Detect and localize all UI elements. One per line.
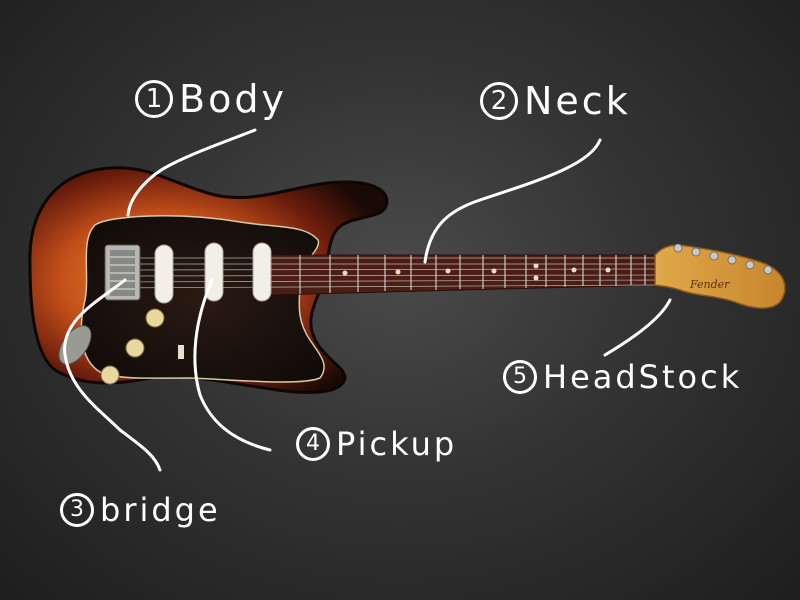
pickups [154,242,272,304]
pointer-headstock [603,298,672,357]
volume-knob [145,308,165,328]
callout-pickup: 4 Pickup [296,427,457,461]
pointer-bridge [63,278,162,472]
pointer-lines [63,128,672,472]
callout-bridge: 3 bridge [60,493,221,527]
callout-number: 1 [135,80,173,118]
tone-knob-1 [125,338,145,358]
fret-markers [342,263,611,281]
pointer-body [126,128,257,217]
callout-label: Neck [524,79,631,123]
pickup-neck [252,242,272,302]
headstock-logo: Fender [689,278,730,291]
pickup-bridge [154,244,174,304]
headstock [654,244,786,309]
callout-body: 1 Body [135,80,287,118]
strings [109,257,661,289]
callout-neck: 2 Neck [480,82,631,120]
callout-number: 5 [503,360,537,394]
pointer-neck [423,138,602,264]
callout-number: 3 [60,493,94,527]
frets [299,255,646,294]
callout-label: Body [179,77,287,121]
pointer-pickup [193,278,272,452]
callout-headstock: 5 HeadStock [503,360,742,394]
callout-label: Pickup [336,425,458,463]
callout-label: HeadStock [543,358,743,396]
tone-knob-2 [100,365,120,385]
bridge-saddles [110,250,135,296]
callout-number: 2 [480,82,518,120]
pickup-selector [178,345,184,359]
control-knobs [100,308,165,385]
callout-number: 4 [296,427,330,461]
callout-label: bridge [100,491,221,529]
tuning-pegs [673,243,773,275]
